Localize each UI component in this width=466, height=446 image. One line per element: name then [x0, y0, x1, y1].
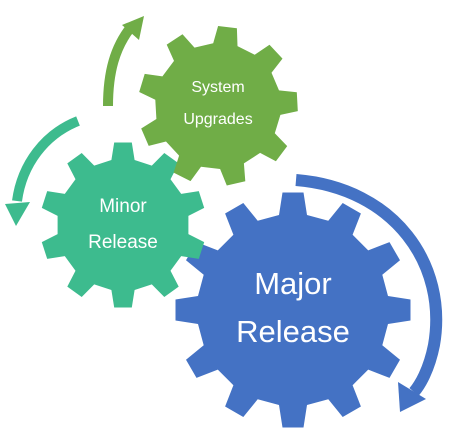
arrow-minor-to-system-head [122, 16, 144, 40]
arrow-minor-to-system [103, 23, 135, 107]
arrow-major-cycle [295, 174, 443, 396]
arrow-system-to-minor-head [5, 202, 30, 226]
cycle-arrows [5, 16, 443, 412]
gear-system-upgrades-shape [139, 26, 298, 186]
arrow-major-cycle-head [398, 382, 426, 412]
gear-minor-release-shape [41, 142, 205, 308]
arrow-system-to-minor [12, 116, 80, 202]
gear-minor-release-label-line1: Minor [99, 196, 147, 217]
gear-major-release-label-line2: Release [236, 314, 350, 349]
gear-major-release: Major Release [175, 192, 411, 428]
gear-system-upgrades-label-line2: Upgrades [183, 111, 252, 128]
gear-system-upgrades: System Upgrades [139, 26, 298, 186]
gear-major-release-label-line1: Major [254, 266, 332, 301]
gear-system-upgrades-label-line1: System [191, 79, 244, 96]
gear-major-release-shape [175, 192, 411, 428]
gear-minor-release: Minor Release [41, 142, 205, 308]
gear-minor-release-label-line2: Release [88, 232, 158, 253]
